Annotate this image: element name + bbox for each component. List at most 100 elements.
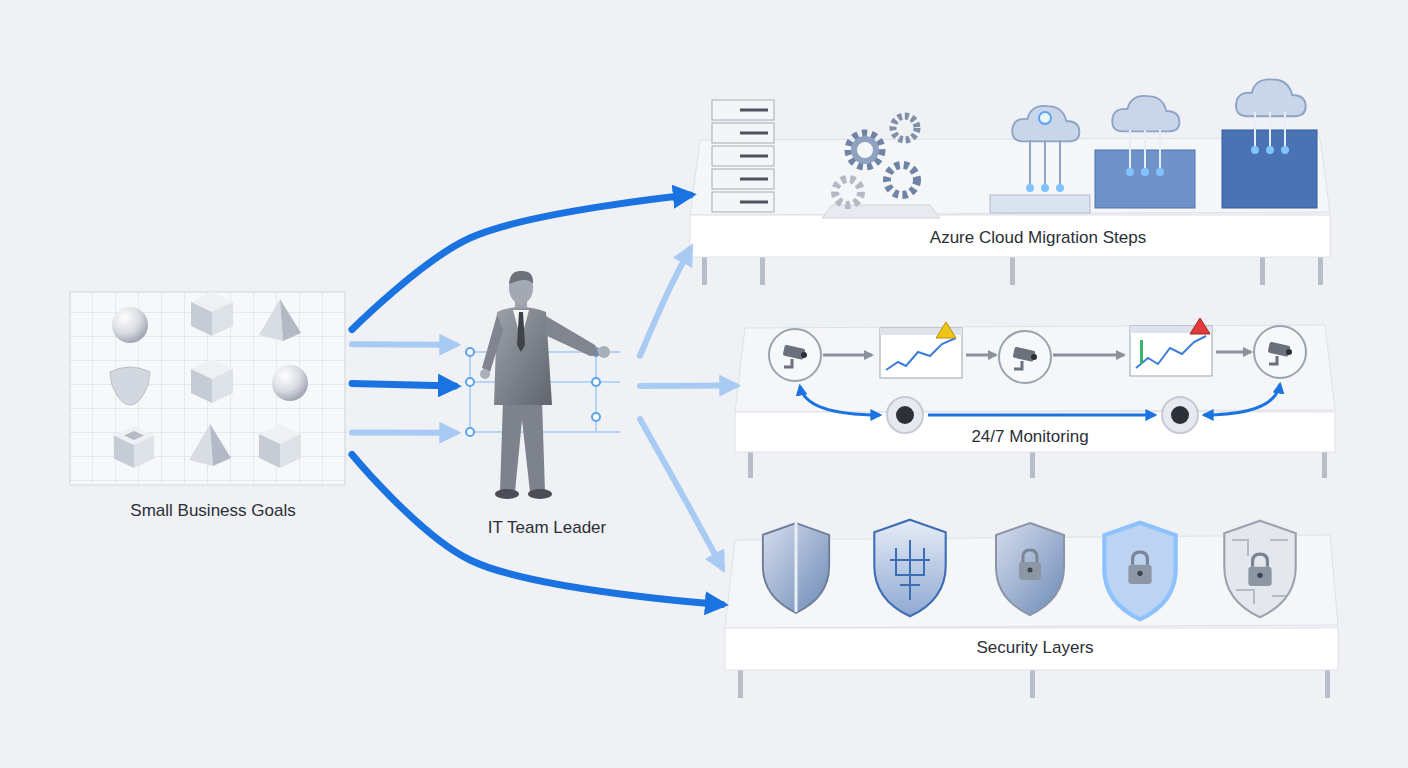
feedback-arrow (1204, 384, 1280, 415)
camera-ring (769, 329, 821, 381)
node-label: Azure Cloud Migration Steps (838, 227, 1238, 248)
gear-icon (835, 179, 861, 205)
camera-icon (783, 345, 807, 367)
figure-torso (494, 307, 552, 405)
flow-arrow (352, 383, 455, 386)
warning-icon (1190, 318, 1210, 334)
figure-hand (480, 369, 490, 379)
circuit-node (466, 428, 474, 436)
pyramid-shape (259, 299, 301, 341)
person-figure: IT Team Leader (455, 265, 640, 540)
hollow-cube-shape (114, 426, 154, 468)
sphere-shape (272, 365, 308, 401)
flow-arrow (640, 383, 735, 389)
lock-icon (1019, 550, 1041, 580)
monitoring-platform (735, 318, 1335, 478)
table-leg (748, 450, 753, 478)
table-leg (1325, 668, 1330, 698)
cube-shape (191, 359, 233, 403)
figure-tie (517, 312, 525, 352)
shield-icon (996, 523, 1064, 615)
cloud-icon (1012, 106, 1079, 141)
flow-arrow (640, 419, 722, 567)
glow-dot (1141, 168, 1149, 176)
glow-dot (1039, 112, 1051, 124)
process-platform: 24/7 Monitoring (735, 320, 1335, 480)
camera-ring (999, 331, 1051, 383)
pyramid-shape (189, 424, 231, 466)
chart-line (1136, 336, 1206, 368)
circuit-node (466, 378, 474, 386)
figure-shoe (528, 489, 552, 499)
table-front (690, 215, 1330, 257)
feedback-arrow (928, 414, 1155, 417)
table-leg (1260, 255, 1265, 285)
grid-base (70, 292, 345, 485)
cube-shape (191, 292, 233, 336)
figure-legs (500, 400, 545, 492)
glow-dot (1041, 184, 1049, 192)
chart-line (886, 338, 956, 370)
server-slots (740, 110, 768, 202)
table-front (725, 628, 1338, 670)
glow-dot (1126, 168, 1134, 176)
shield-icon (874, 520, 945, 617)
goal-grid (70, 292, 345, 485)
flow-arrow (823, 354, 872, 357)
figure-shoe (495, 489, 519, 499)
circuit-node (592, 413, 600, 421)
figure-arm (482, 315, 503, 372)
hollow-cube-opening (124, 431, 144, 440)
gear-icon (849, 134, 881, 166)
table-leg (1030, 450, 1035, 478)
cloud-icon (1112, 96, 1179, 131)
cloud-icon (1236, 79, 1306, 116)
table-leg (1322, 450, 1327, 478)
table-leg (702, 255, 707, 285)
glow-dot (1266, 146, 1274, 154)
circuit-node (592, 378, 600, 386)
cloud-wires (1255, 112, 1285, 148)
security-platform (725, 520, 1338, 698)
gear-icon (887, 165, 917, 195)
leader-figure (466, 271, 620, 499)
lock-icon (1248, 554, 1271, 586)
lens-center (896, 406, 914, 424)
glow-dot (1026, 184, 1034, 192)
flow-arrow (352, 455, 722, 605)
camera-icon (1013, 347, 1037, 369)
warning-icon (936, 322, 956, 338)
node-label: IT Team Leader (457, 517, 637, 538)
lens-center (1171, 406, 1189, 424)
node-label: Small Business Goals (73, 500, 353, 521)
cloud-base (990, 195, 1090, 213)
gear-icon (854, 139, 876, 161)
table-leg (1010, 255, 1015, 285)
shield-icon (1104, 523, 1175, 620)
cloud-wires (1030, 140, 1060, 188)
goal-panel: Small Business Goals (62, 283, 352, 528)
figure-arm (545, 316, 600, 356)
figure-hair (509, 271, 533, 284)
table-leg (1318, 255, 1323, 285)
sphere-shape (112, 307, 148, 343)
cloud-wires (1130, 130, 1160, 170)
lens-icon (1162, 397, 1198, 433)
table-leg (760, 255, 765, 285)
cube-shape (259, 424, 301, 468)
gear-icon (893, 116, 917, 140)
chart-bar (1140, 340, 1143, 364)
process-platform: Security Layers (722, 505, 1342, 700)
glow-dot (1251, 146, 1259, 154)
feedback-arrow (800, 386, 880, 415)
node-label: Security Layers (835, 637, 1235, 658)
glow-dot (1281, 146, 1289, 154)
flow-arrow (352, 429, 455, 435)
flow-arrow (352, 195, 690, 330)
flow-arrow (1053, 354, 1124, 357)
half-sphere-shape (110, 367, 150, 405)
table-leg (738, 668, 743, 698)
table-top (735, 325, 1335, 412)
table-leg (1030, 668, 1035, 698)
